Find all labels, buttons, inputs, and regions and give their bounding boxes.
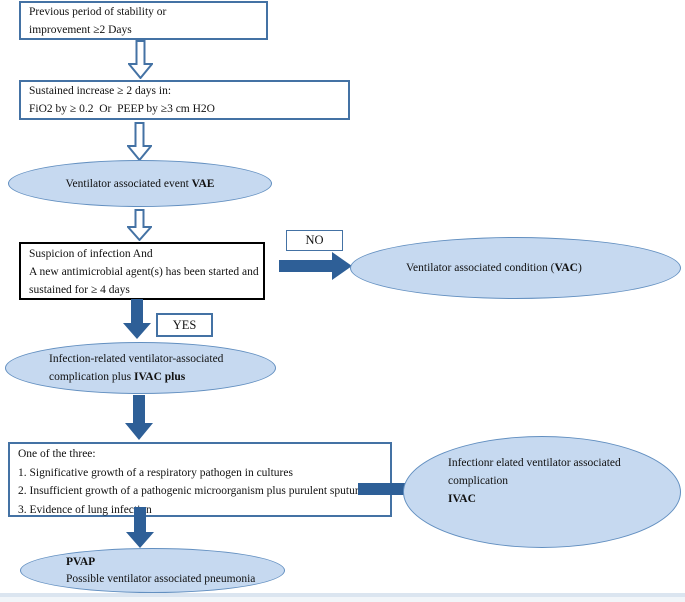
bottom-divider-strip <box>0 593 685 597</box>
box-criteria-line3: 2. Insufficient growth of a pathogenic m… <box>18 485 364 497</box>
ellipse-ivac-plus-line2-bold: IVAC plus <box>133 371 186 383</box>
ellipse-ivac-plus: Infection-related ventilator-associated … <box>5 342 276 394</box>
box-suspicion-infection: Suspicion of infection And A new antimic… <box>19 242 265 300</box>
ellipse-pvap-line1: PVAP <box>66 554 284 571</box>
solid-down-arrow-3 <box>126 507 154 548</box>
box-previous-period-line1: Previous period of stability or <box>29 6 167 18</box>
ellipse-vac-text-regular: Ventilator associated condition ( <box>406 262 555 274</box>
box-criteria-line1: One of the three: <box>18 448 96 460</box>
ellipse-ivac-line2: complication <box>448 475 509 487</box>
box-criteria-line2: 1. Significative growth of a respiratory… <box>18 466 293 479</box>
box-suspicion-line3: sustained for ≥ 4 days <box>29 284 130 296</box>
label-yes: YES <box>156 313 213 337</box>
label-no: NO <box>286 230 343 251</box>
ellipse-vae-text-bold: VAE <box>191 177 215 190</box>
box-sustained-increase: Sustained increase ≥ 2 days in: FiO2 by … <box>19 80 350 120</box>
ellipse-ivac-line3-bold: IVAC <box>448 493 476 505</box>
ellipse-ivac-plus-line2: complication plus IVAC plus <box>49 368 275 386</box>
ellipse-vac-text: Ventilator associated condition (VAC) <box>406 259 680 277</box>
ellipse-ivac-line1: Infectionr elated ventilator associated <box>448 457 621 469</box>
ellipse-pvap-line2: Possible ventilator associated pneumonia <box>66 572 256 585</box>
hollow-down-arrow-3 <box>127 209 152 241</box>
ellipse-vae-text: Ventilator associated event VAE <box>66 175 215 193</box>
hollow-down-arrow-2 <box>127 122 152 161</box>
bottom-footer-band <box>0 597 685 602</box>
ellipse-pvap: PVAP Possible ventilator associated pneu… <box>20 548 285 593</box>
solid-right-arrow-no <box>279 252 352 280</box>
label-yes-text: YES <box>172 317 197 332</box>
ellipse-ivac-line3: IVAC <box>448 490 680 508</box>
hollow-down-arrow-1 <box>128 40 153 79</box>
label-no-text: NO <box>305 233 324 247</box>
box-previous-period: Previous period of stability or improvem… <box>19 1 268 40</box>
ellipse-vac: Ventilator associated condition (VAC) <box>350 237 681 299</box>
ellipse-pvap-line1-bold: PVAP <box>66 555 96 568</box>
ellipse-ivac-plus-line1: Infection-related ventilator-associated <box>49 353 224 365</box>
ellipse-vac-text-suffix: ) <box>577 262 582 274</box>
box-criteria: One of the three: 1. Significative growt… <box>8 442 392 517</box>
ellipse-vae-text-regular: Ventilator associated event <box>65 177 192 190</box>
ellipse-ivac: Infectionr elated ventilator associated … <box>403 436 681 548</box>
ellipse-ivac-plus-line2-regular: complication plus <box>49 371 134 383</box>
box-criteria-line4: 3. Evidence of lung infection <box>18 503 152 516</box>
ellipse-vac-text-bold: VAC <box>554 262 578 274</box>
box-sustained-increase-line2: FiO2 by ≥ 0.2 Or PEEP by ≥3 cm H2O <box>29 103 215 115</box>
box-sustained-increase-line1: Sustained increase ≥ 2 days in: <box>29 85 172 97</box>
ellipse-vae: Ventilator associated event VAE <box>8 160 272 207</box>
box-previous-period-line2: improvement ≥2 Days <box>29 24 132 36</box>
box-suspicion-line1: Suspicion of infection And <box>29 248 153 260</box>
box-suspicion-line2: A new antimicrobial agent(s) has been st… <box>29 266 259 278</box>
solid-down-arrow-2 <box>125 395 153 440</box>
solid-down-arrow-yes <box>123 299 151 339</box>
